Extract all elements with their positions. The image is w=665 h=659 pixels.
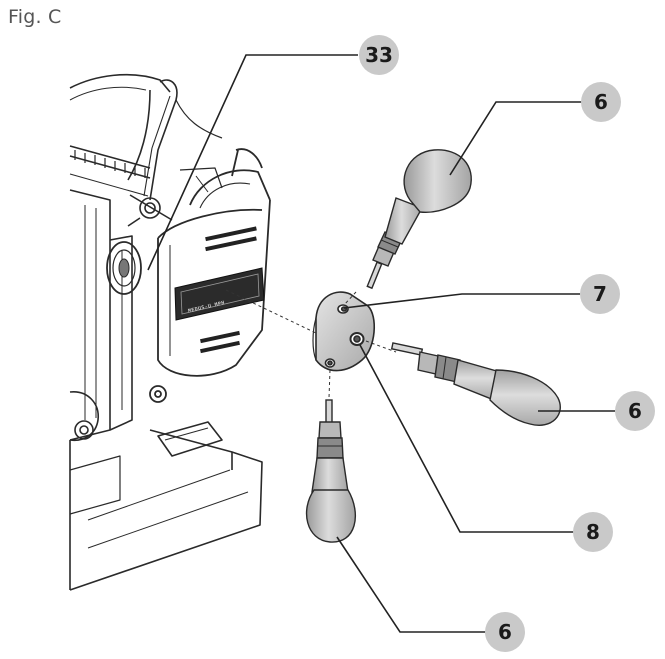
leader-lines xyxy=(147,54,615,633)
callout-7: 7 xyxy=(580,274,620,314)
callout-6-top: 6 xyxy=(581,82,621,122)
callout-33-label: 33 xyxy=(365,43,393,67)
clamp-lever xyxy=(127,79,223,227)
leader-6-top xyxy=(449,101,582,176)
callout-6-top-label: 6 xyxy=(594,90,608,114)
callout-8-label: 8 xyxy=(586,520,600,544)
leader-33 xyxy=(147,54,358,271)
callout-6-bottom: 6 xyxy=(485,612,525,652)
spindle-disk xyxy=(312,291,376,372)
alignment-lines xyxy=(225,289,397,399)
head-block xyxy=(106,148,271,403)
leader-7 xyxy=(343,293,580,309)
callout-8: 8 xyxy=(573,512,613,552)
callout-6-right-label: 6 xyxy=(628,399,642,423)
leader-6-bottom xyxy=(336,536,486,633)
figure-title: Fig. C xyxy=(8,6,62,28)
callout-33: 33 xyxy=(359,35,399,75)
callout-7-label: 7 xyxy=(593,282,607,306)
handle-tool-right xyxy=(390,342,561,426)
handle-tool-top xyxy=(366,149,472,290)
handle-tool-bottom xyxy=(305,399,356,543)
leader-8 xyxy=(359,344,574,533)
callout-6-bottom-label: 6 xyxy=(498,620,512,644)
brand-badge: MEDUS-U MPH xyxy=(174,267,265,321)
callout-6-right: 6 xyxy=(615,391,655,431)
